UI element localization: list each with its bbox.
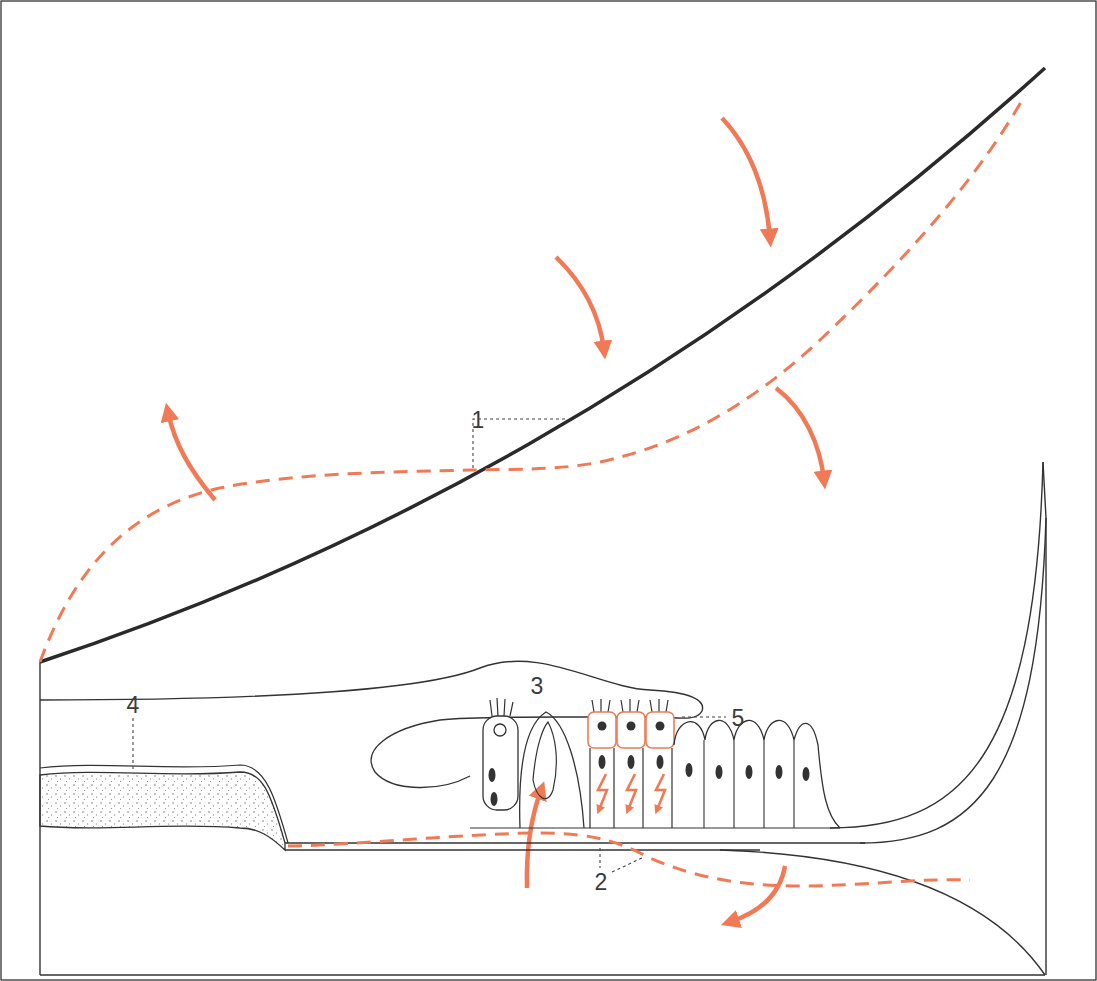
basilar-lower-outline xyxy=(720,850,1045,975)
cell-body xyxy=(646,712,674,748)
nucleus xyxy=(716,765,723,779)
nucleus xyxy=(657,755,664,769)
basilar-line xyxy=(285,842,865,843)
displaced-basilar-membrane xyxy=(288,833,970,886)
nucleus xyxy=(627,722,636,731)
nucleus xyxy=(598,722,607,731)
nucleus xyxy=(776,765,783,779)
displaced-reissner-membrane xyxy=(40,95,1025,662)
stereocilia xyxy=(621,699,639,712)
nucleus xyxy=(599,755,606,769)
activation-bolt xyxy=(627,774,636,810)
deiters-cell xyxy=(642,748,643,828)
leader-line xyxy=(682,716,726,717)
basilar-line xyxy=(285,849,760,850)
stereocilia xyxy=(592,699,610,712)
callout-number: 3 xyxy=(531,675,544,698)
leader-line xyxy=(473,419,565,470)
deiters-cell xyxy=(590,748,614,828)
cell-body xyxy=(617,712,645,748)
outer-hair-cell xyxy=(588,699,616,828)
cell-boundary xyxy=(704,740,794,828)
bottom-wall xyxy=(40,974,1045,975)
stereocilia xyxy=(490,698,513,716)
callout-number: 4 xyxy=(127,694,140,717)
deiters-cell xyxy=(671,748,672,828)
motion-arrow xyxy=(730,866,785,922)
spiral-ligament-outline xyxy=(860,518,1046,843)
outer-hair-cell xyxy=(646,699,674,828)
nucleus xyxy=(628,755,635,769)
callout-number: 1 xyxy=(472,409,485,432)
nucleus xyxy=(656,722,665,731)
pillar-cells xyxy=(520,712,584,828)
leader-lines xyxy=(133,419,726,872)
leader-line xyxy=(599,848,600,868)
inner-hair-cell xyxy=(483,698,518,810)
nucleus xyxy=(746,765,753,779)
motion-arrow xyxy=(527,790,541,888)
spiral-ligament-outline xyxy=(830,462,1043,828)
motion-arrow xyxy=(722,118,770,238)
cell-body xyxy=(483,716,518,810)
nucleus xyxy=(489,768,496,782)
nucleus xyxy=(803,767,810,781)
reissner-membrane xyxy=(40,68,1045,662)
cell-body xyxy=(588,712,616,748)
callout-number: 5 xyxy=(732,707,745,730)
motion-arrow xyxy=(776,388,824,480)
activation-bolt xyxy=(656,774,665,810)
activation-bolts xyxy=(598,774,665,810)
hensen-cells xyxy=(674,720,840,828)
basilar-membrane xyxy=(285,843,865,850)
motion-arrow xyxy=(556,257,604,350)
nucleus xyxy=(491,792,498,806)
lamina-outline xyxy=(40,765,288,843)
leader-line xyxy=(132,718,133,770)
nucleus xyxy=(686,763,693,777)
outer-hair-cell xyxy=(617,699,645,828)
motion-arrow xyxy=(168,412,215,500)
hensen-nuclei xyxy=(686,763,810,781)
outer-wall xyxy=(1043,462,1046,975)
duct-walls xyxy=(40,462,1046,975)
activation-bolt xyxy=(598,774,607,810)
callout-number: 2 xyxy=(595,871,608,894)
organ-base xyxy=(470,827,840,828)
leader-line xyxy=(612,858,642,872)
outer-hair-cells xyxy=(588,699,674,828)
osseous-spiral-lamina xyxy=(40,772,285,850)
tectorial-membrane xyxy=(40,661,703,787)
nucleus xyxy=(494,724,506,736)
tunnel-of-corti xyxy=(533,722,556,799)
stereocilia xyxy=(650,699,668,712)
